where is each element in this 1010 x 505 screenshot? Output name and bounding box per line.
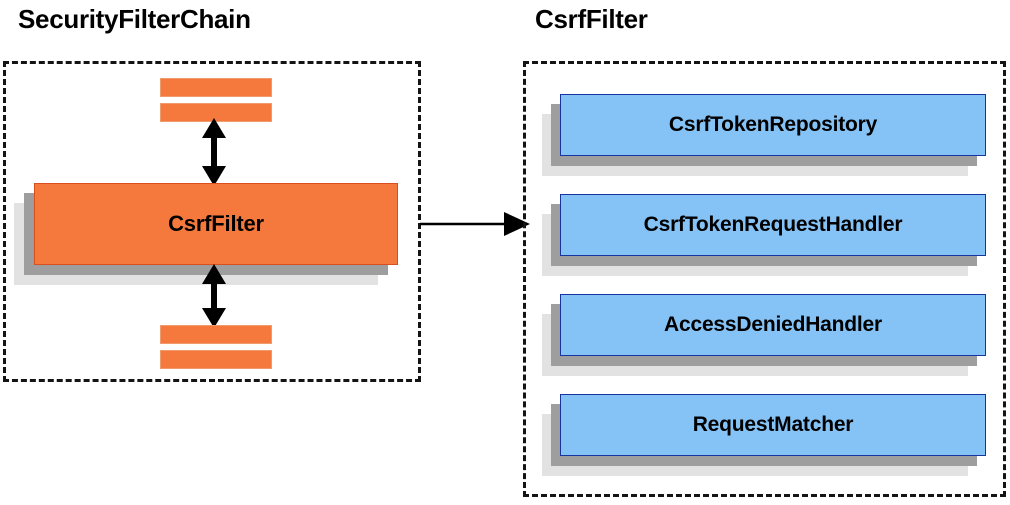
collaborator-block-csrf-token-request-handler[interactable]: CsrfTokenRequestHandler xyxy=(542,194,1004,276)
card-face: CsrfFilter xyxy=(34,183,398,265)
double-arrow-bottom-icon xyxy=(202,264,226,328)
collaborator-block-csrf-token-repository[interactable]: CsrfTokenRepository xyxy=(542,94,1004,176)
collaborator-label: CsrfTokenRequestHandler xyxy=(643,213,903,236)
card-face: CsrfTokenRepository xyxy=(560,94,986,156)
double-arrow-top-icon xyxy=(202,118,226,186)
collaborator-label: CsrfTokenRepository xyxy=(668,113,878,136)
page-title-csrf-filter: CsrfFilter xyxy=(535,4,648,34)
security-filter-chain-container xyxy=(3,61,421,382)
filter-bar-above-1 xyxy=(160,78,272,97)
collaborator-label: RequestMatcher xyxy=(692,413,854,436)
card-face: RequestMatcher xyxy=(560,394,986,456)
filter-bar-below-2 xyxy=(160,350,272,369)
csrf-filter-container xyxy=(523,61,1006,497)
collaborator-block-access-denied-handler[interactable]: AccessDeniedHandler xyxy=(542,294,1004,376)
card-face: CsrfTokenRequestHandler xyxy=(560,194,986,256)
card-face: AccessDeniedHandler xyxy=(560,294,986,356)
csrf-filter-block[interactable]: CsrfFilter xyxy=(14,183,418,285)
collaborator-label: AccessDeniedHandler xyxy=(664,313,882,336)
connector-arrow-icon xyxy=(420,212,530,236)
page-title-security-filter-chain: SecurityFilterChain xyxy=(18,4,251,34)
csrf-filter-label: CsrfFilter xyxy=(168,211,264,236)
filter-bar-below-1 xyxy=(160,325,272,344)
collaborator-block-request-matcher[interactable]: RequestMatcher xyxy=(542,394,1004,476)
